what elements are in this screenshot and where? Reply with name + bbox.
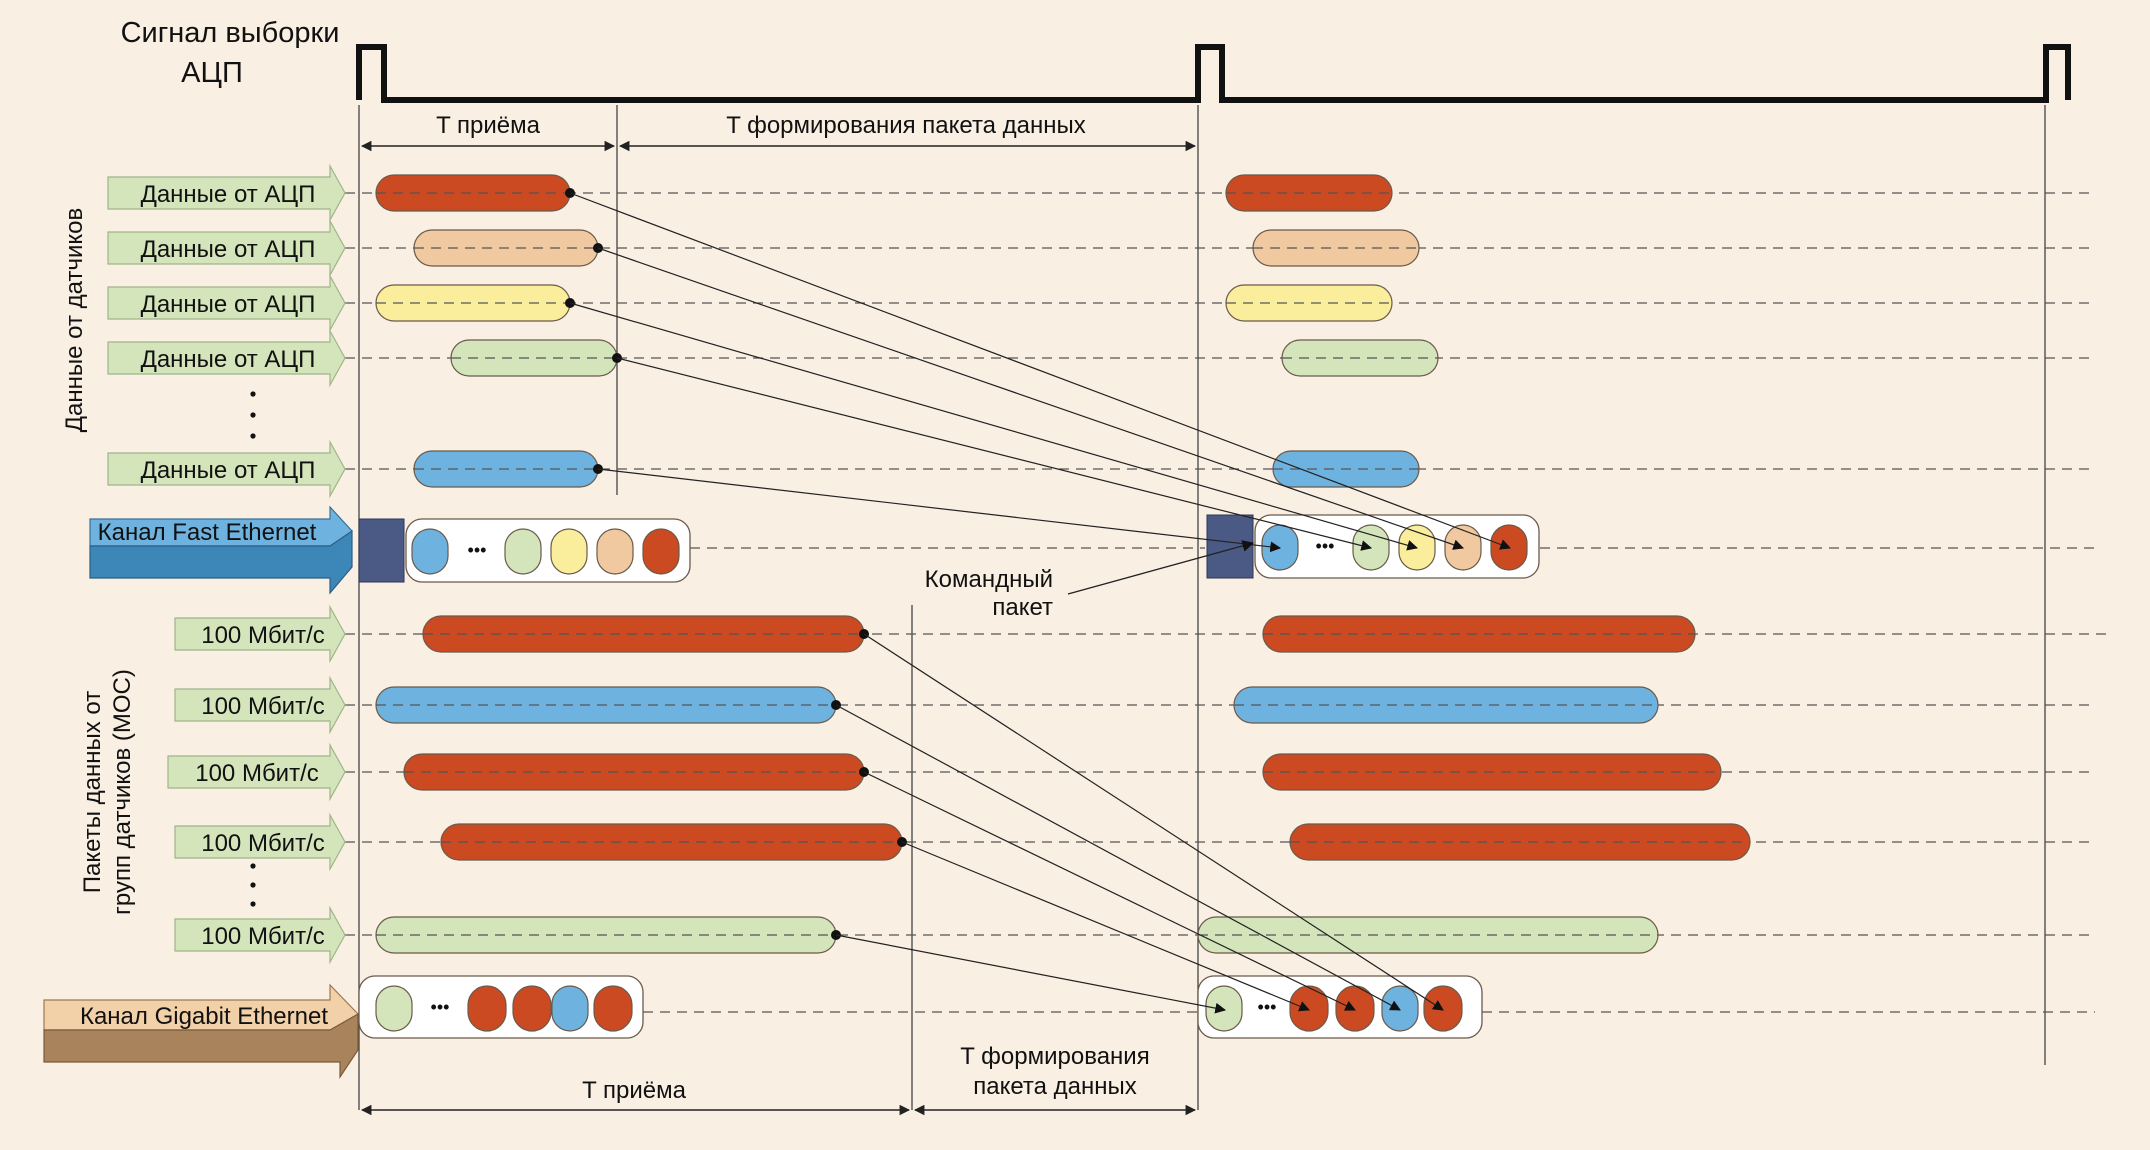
adc-pills-cycle2: [1225, 174, 1439, 488]
moc-label-2: 100 Мбит/с: [201, 693, 325, 720]
command-packet-callout-line: [1067, 540, 1255, 595]
gigabit-packet-2-ellipsis: •••: [1258, 997, 1277, 1017]
adc-timelines: [345, 192, 2095, 470]
adc-rows-vertical-dots: [250, 391, 256, 439]
fast-ethernet-arrow-shadow: [89, 529, 353, 595]
t-form-bottom-label-line2: пакета данных: [973, 1073, 1137, 1100]
adc-pills-cycle1: [375, 174, 618, 488]
adc-input-arrows: [107, 163, 346, 499]
t-form-bottom-label-line1: T формирования: [960, 1043, 1149, 1070]
adc-label-2: Данные от АЦП: [141, 236, 316, 263]
command-packet-label-line1: Командный: [925, 566, 1053, 593]
moc-label-5: 100 Мбит/с: [201, 923, 325, 950]
adc-to-packet-connectors: [569, 192, 1512, 553]
fast-ethernet-packet-2-ellipsis: •••: [1316, 536, 1335, 556]
moc-to-packet-connectors: [835, 633, 1444, 1014]
group2-vertical-label-line2: групп датчиков (МОС): [109, 669, 136, 915]
adc-timelines-overlay: [376, 192, 1438, 470]
adc-label-1: Данные от АЦП: [141, 181, 316, 208]
adc-label-3: Данные от АЦП: [141, 291, 316, 318]
command-packet-block-1: [358, 518, 405, 583]
moc-pills-cycle1: [375, 615, 903, 954]
group2-vertical-label-line1: Пакеты данных от: [79, 691, 106, 893]
fast-ethernet-packet-1-ellipsis: •••: [468, 540, 487, 560]
moc-rows-vertical-dots: [250, 863, 256, 907]
moc-label-4: 100 Мбит/с: [201, 830, 325, 857]
gigabit-packet-1-cells: [375, 985, 633, 1032]
gigabit-packet-1-ellipsis: •••: [431, 997, 450, 1017]
t-receive-bottom-label: T приёма: [582, 1077, 686, 1104]
adc-label-5: Данные от АЦП: [141, 457, 316, 484]
signal-title-line1: Сигнал выборки: [121, 17, 340, 49]
t-receive-top-label: T приёма: [436, 112, 540, 139]
sampling-pulse-waveform: [356, 44, 2071, 103]
moc-label-1: 100 Мбит/с: [201, 622, 325, 649]
fast-ethernet-packet-1-cells: [411, 528, 680, 575]
gigabit-ethernet-arrow-shadow: [43, 1012, 359, 1079]
command-packet-label-line2: пакет: [992, 594, 1053, 621]
moc-input-arrows: [167, 604, 346, 965]
t-form-top-label: T формирования пакета данных: [726, 112, 1086, 139]
fast-ethernet-label: Канал Fast Ethernet: [98, 519, 317, 546]
adc-label-4: Данные от АЦП: [141, 346, 316, 373]
group1-vertical-label: Данные от датчиков: [61, 208, 88, 432]
moc-pills-cycle2: [1197, 615, 1751, 954]
gigabit-ethernet-label: Канал Gigabit Ethernet: [80, 1003, 328, 1030]
signal-title-line2: АЦП: [181, 57, 243, 89]
command-packet-block-2: [1206, 514, 1254, 579]
moc-label-3: 100 Мбит/с: [195, 760, 319, 787]
moc-timelines-overlay: [376, 633, 1750, 936]
